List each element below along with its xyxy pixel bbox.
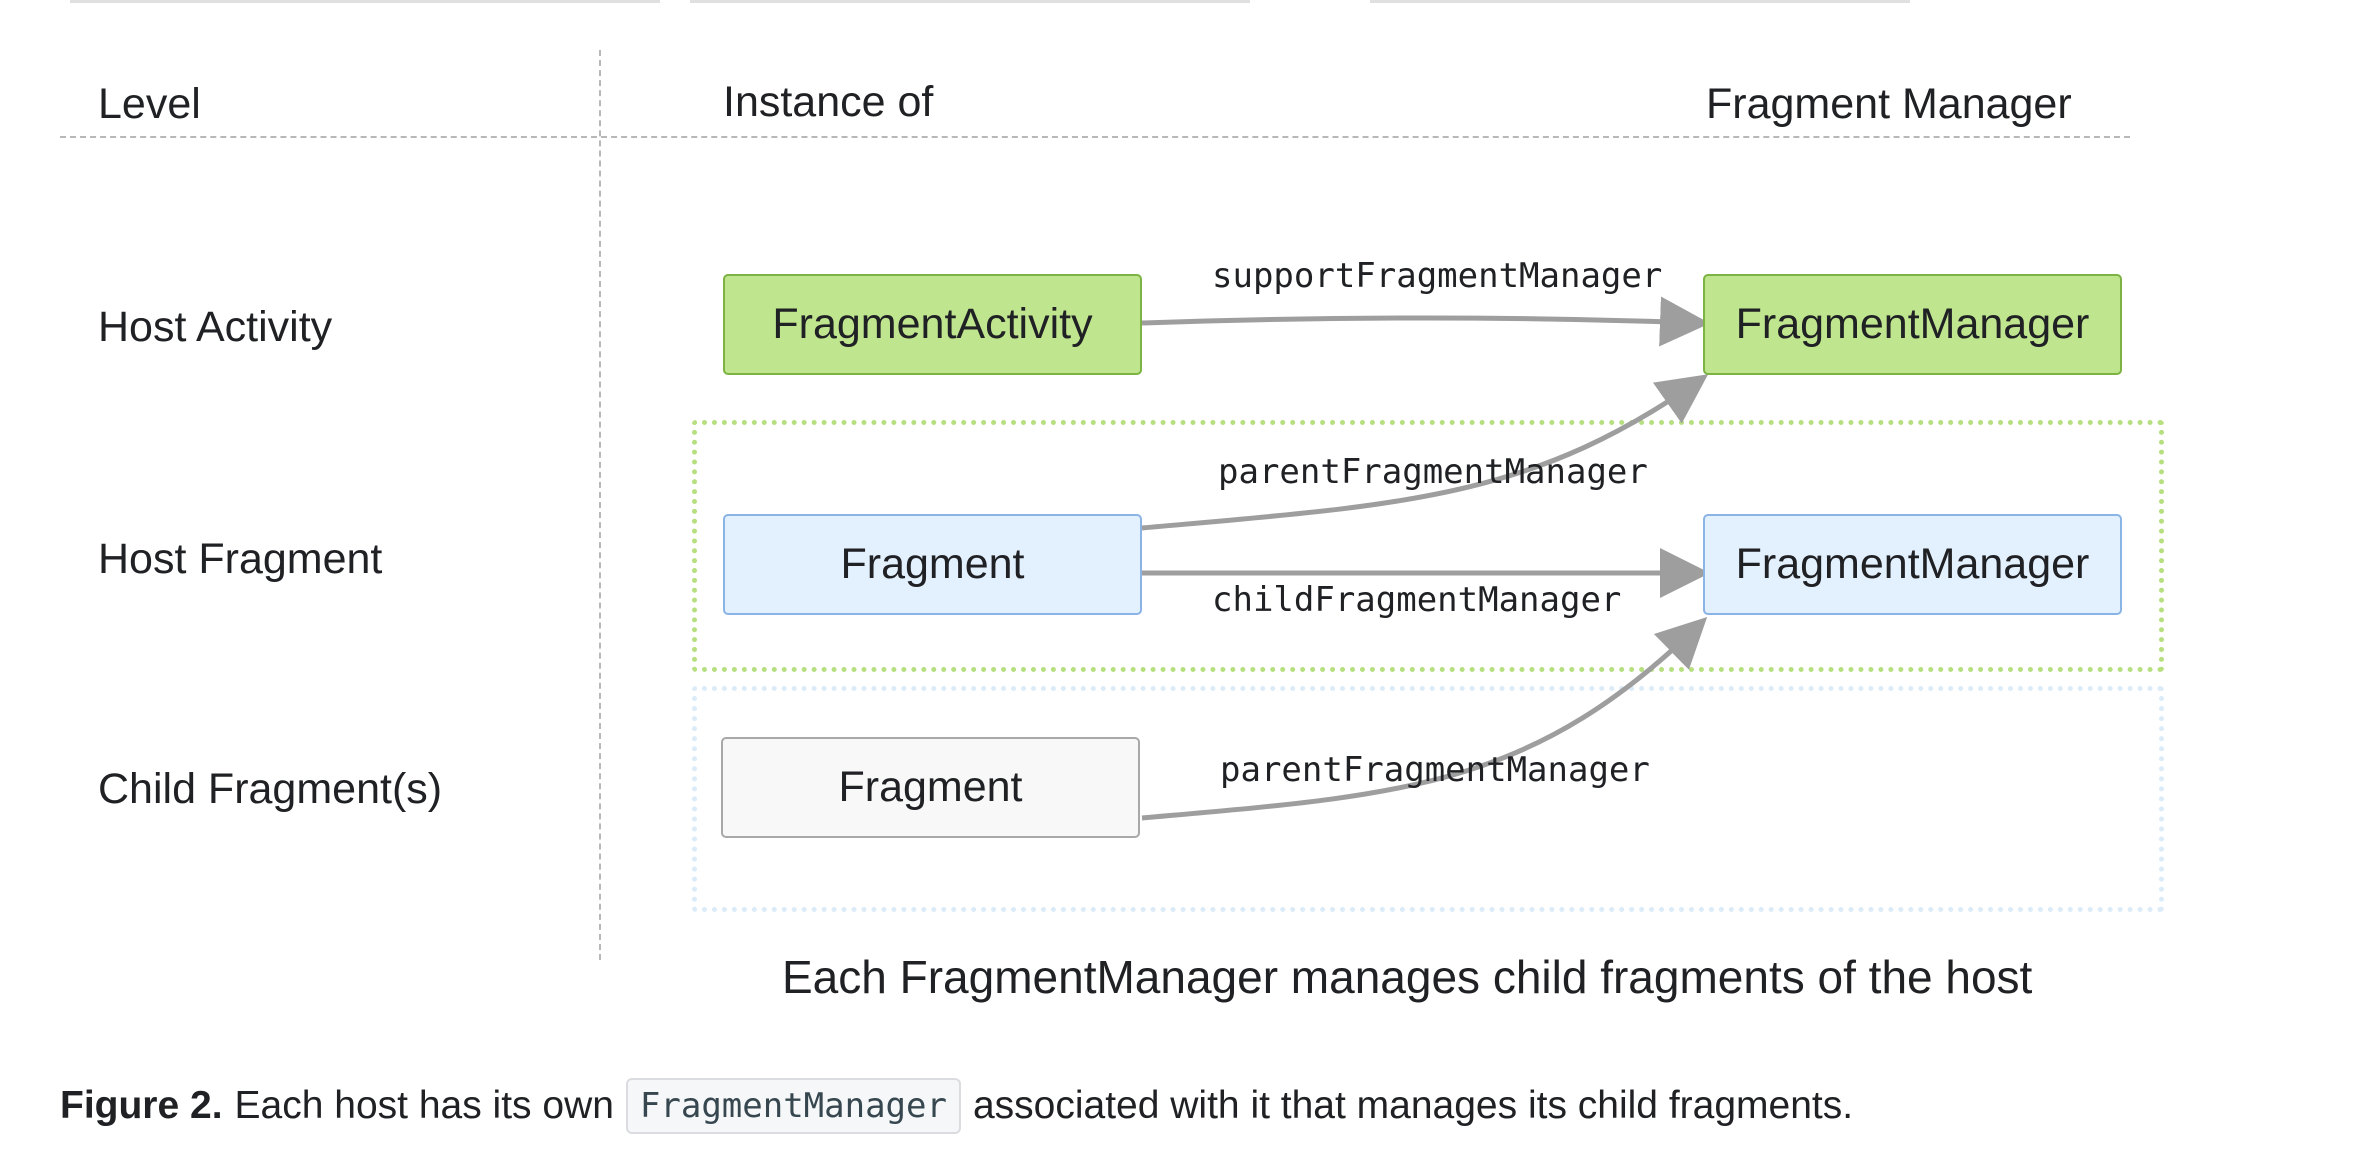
header-instance-of: Instance of	[723, 78, 934, 126]
arrow-parent-fragment-manager-top	[1141, 374, 1709, 531]
header-divider	[60, 136, 2130, 138]
level-host-activity: Host Activity	[98, 303, 333, 351]
top-divider-2	[690, 0, 1250, 3]
arrow-parent-fragment-manager-bottom	[1141, 617, 1708, 821]
activity-fragment-manager-box: FragmentManager	[1703, 274, 2122, 375]
fragment-activity-box: FragmentActivity	[723, 274, 1142, 375]
label-parent-fragment-manager-bottom: parentFragmentManager	[1220, 750, 1650, 790]
arrow-support-fragment-manager	[1141, 296, 1710, 347]
level-host-fragment: Host Fragment	[98, 535, 383, 583]
level-child-fragments: Child Fragment(s)	[98, 765, 443, 813]
caption-text-after: associated with it that manages its chil…	[972, 1084, 1854, 1127]
child-fragment-group	[692, 686, 2164, 912]
fragment-fragment-manager-box: FragmentManager	[1703, 514, 2122, 615]
header-level: Level	[98, 80, 201, 128]
label-parent-fragment-manager-top: parentFragmentManager	[1218, 452, 1648, 492]
top-divider-3	[1370, 0, 1910, 3]
figure-number: Figure 2.	[60, 1084, 223, 1127]
host-fragment-box: Fragment	[723, 514, 1142, 615]
header-fragment-manager: Fragment Manager	[1706, 80, 2072, 128]
label-support-fragment-manager: supportFragmentManager	[1212, 256, 1663, 296]
caption-text-before: Each host has its own	[234, 1084, 614, 1127]
top-divider-1	[70, 0, 660, 3]
column-divider	[599, 50, 601, 960]
host-fragment-group	[692, 420, 2164, 672]
label-child-fragment-manager: childFragmentManager	[1212, 580, 1622, 620]
child-fragment-box: Fragment	[721, 737, 1140, 838]
diagram-subtitle: Each FragmentManager manages child fragm…	[782, 951, 2033, 1003]
caption-code: FragmentManager	[625, 1078, 961, 1134]
figure-caption: Figure 2. Each host has its own Fragment…	[60, 1078, 1853, 1134]
